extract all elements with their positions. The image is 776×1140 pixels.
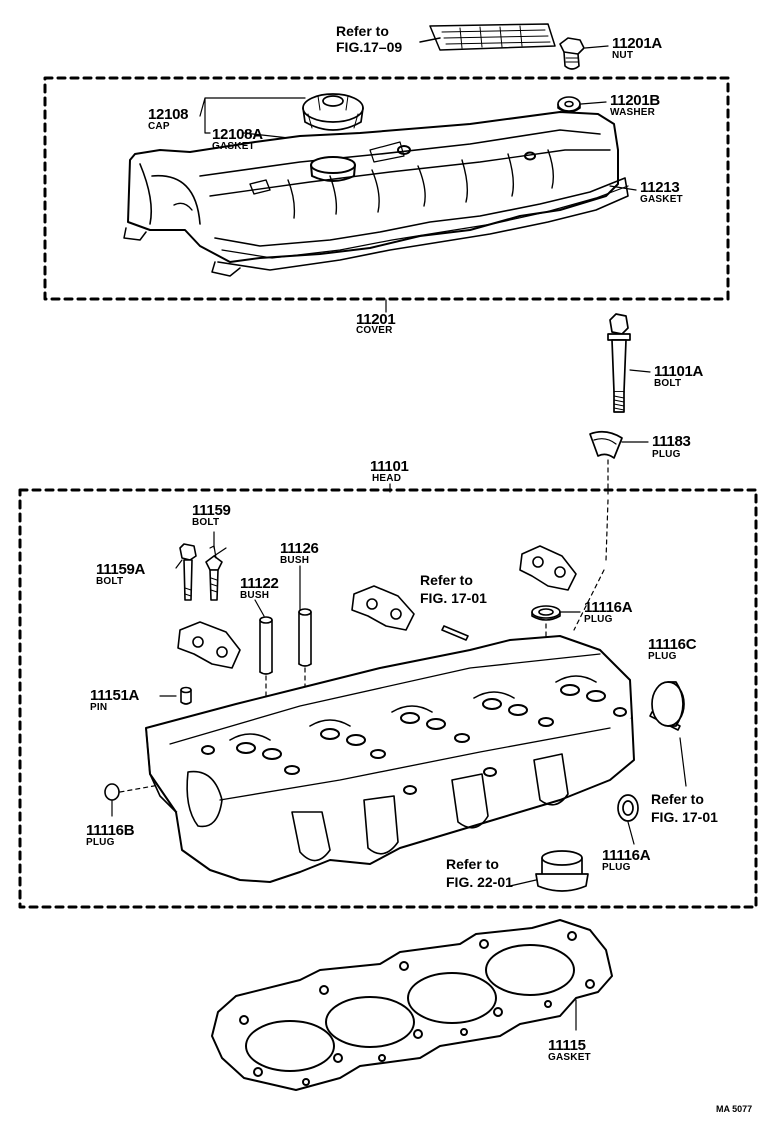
bush-11122-icon	[259, 616, 273, 721]
oil-cap-12108-icon	[302, 93, 364, 131]
fig17-09-gasket-icon	[419, 23, 556, 51]
part-number-11122: 11122	[240, 575, 279, 592]
part-name-pin: PIN	[90, 702, 108, 713]
washer-11201b-icon	[557, 96, 607, 113]
plug-11116c-icon	[651, 681, 685, 727]
part-number-11213: 11213	[640, 179, 680, 196]
ref-fig22-01-line1: Refer to	[446, 856, 499, 872]
ref-fig17-09-line1: Refer to	[336, 23, 389, 39]
ref-fig17-09-line2: FIG.17–09	[336, 39, 403, 55]
plug-11116b-icon	[104, 781, 177, 817]
camshaft-bracket-mid-icon	[351, 585, 415, 631]
drawing-code: MA 5077	[716, 1104, 753, 1114]
cylinder-head-icon	[145, 635, 635, 883]
part-name-bolt-11159: BOLT	[192, 517, 220, 528]
part-name-plug-11116a-top: PLUG	[584, 614, 613, 625]
ref-fig17-01-b-line2: FIG. 17-01	[651, 809, 718, 825]
cover-group-box	[43, 76, 730, 301]
part-name-cover: COVER	[356, 325, 393, 336]
part-number-12108: 12108	[148, 106, 189, 123]
part-number-11115: 11115	[548, 1037, 586, 1054]
part-number-11126: 11126	[280, 540, 319, 557]
ref-fig17-01-a-line1: Refer to	[420, 572, 473, 588]
part-name-bush-11126: BUSH	[280, 555, 310, 566]
bolt-11159a-icon	[179, 543, 197, 601]
part-name-washer: WASHER	[610, 107, 656, 118]
part-name-plug-11116a-bottom: PLUG	[602, 862, 631, 873]
part-number-11159a: 11159A	[96, 561, 146, 578]
part-number-11116b: 11116B	[86, 822, 135, 839]
part-name-cover-gasket: GASKET	[640, 194, 683, 205]
nut-11201a-icon	[559, 37, 609, 70]
camshaft-bracket-left-icon	[177, 621, 241, 669]
part-name-head: HEAD	[372, 473, 402, 484]
part-name-cap: CAP	[148, 121, 170, 132]
part-number-11116c: 11116C	[648, 636, 697, 653]
ref-fig17-01-b-line1: Refer to	[651, 791, 704, 807]
part-number-11151a: 11151A	[90, 687, 140, 704]
cylinder-head-cover-icon	[123, 111, 629, 277]
part-number-12108a: 12108A	[212, 126, 263, 143]
part-number-11201b: 11201B	[610, 92, 660, 109]
part-name-nut: NUT	[612, 50, 634, 61]
part-name-head-gasket: GASKET	[548, 1052, 591, 1063]
head-group-box	[18, 488, 758, 909]
plug-11116a-bottom-icon	[617, 794, 639, 845]
bolt-11159-icon	[205, 531, 223, 601]
part-number-11201a: 11201A	[612, 35, 662, 52]
part-name-head-bolt: BOLT	[654, 378, 682, 389]
ref-fig17-01-a-line2: FIG. 17-01	[420, 590, 487, 606]
part-name-bush-11122: BUSH	[240, 590, 270, 601]
part-number-11201: 11201	[356, 311, 396, 328]
half-moon-plug-11183-icon	[573, 430, 649, 631]
camshaft-bracket-right-icon	[519, 545, 577, 591]
part-number-11183: 11183	[652, 433, 691, 450]
ref-fig22-01-line2: FIG. 22-01	[446, 874, 513, 890]
pin-11151a-icon	[159, 686, 192, 705]
dowel-pin-ref-icon	[441, 625, 469, 641]
part-number-11116a-bottom: 11116A	[602, 847, 651, 864]
part-name-bolt-11159a: BOLT	[96, 576, 124, 587]
head-gasket-11115-icon	[211, 919, 613, 1091]
part-number-11101a: 11101A	[654, 363, 704, 380]
head-bolt-11101a-icon	[607, 313, 651, 413]
part-name-half-moon-plug: PLUG	[652, 449, 681, 460]
part-number-11116a-top: 11116A	[584, 599, 633, 616]
part-name-cap-gasket: GASKET	[212, 141, 255, 152]
part-name-plug-11116c: PLUG	[648, 651, 677, 662]
part-number-11159: 11159	[192, 502, 231, 519]
part-number-11101: 11101	[370, 458, 409, 475]
part-name-plug-11116b: PLUG	[86, 837, 115, 848]
fig22-01-part-icon	[509, 850, 589, 892]
